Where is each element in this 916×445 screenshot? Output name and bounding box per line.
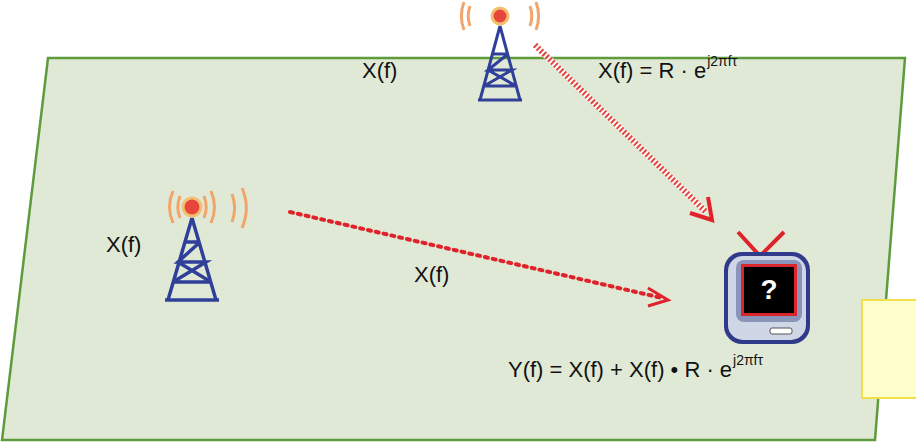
ground-plane bbox=[2, 58, 905, 440]
note-box bbox=[862, 300, 916, 398]
formula-label: Y(f) = X(f) + X(f) • R · e bbox=[508, 357, 732, 383]
direct-path bbox=[290, 212, 668, 306]
transmitter-tower bbox=[461, 2, 538, 100]
formula-label: X(f) = R · e bbox=[598, 58, 706, 84]
signal-label: X(f) bbox=[106, 232, 141, 258]
exponent-label: j2πfτ bbox=[707, 53, 737, 70]
signal-label: X(f) bbox=[414, 262, 449, 288]
signal-label: X(f) bbox=[362, 58, 397, 84]
reflected-path bbox=[535, 45, 712, 220]
tv-screen: ? bbox=[741, 264, 797, 316]
screen-text: ? bbox=[760, 276, 777, 304]
exponent-label: j2πfτ bbox=[733, 352, 763, 369]
transmitter-tower bbox=[165, 188, 246, 300]
tv-receiver bbox=[724, 232, 810, 344]
